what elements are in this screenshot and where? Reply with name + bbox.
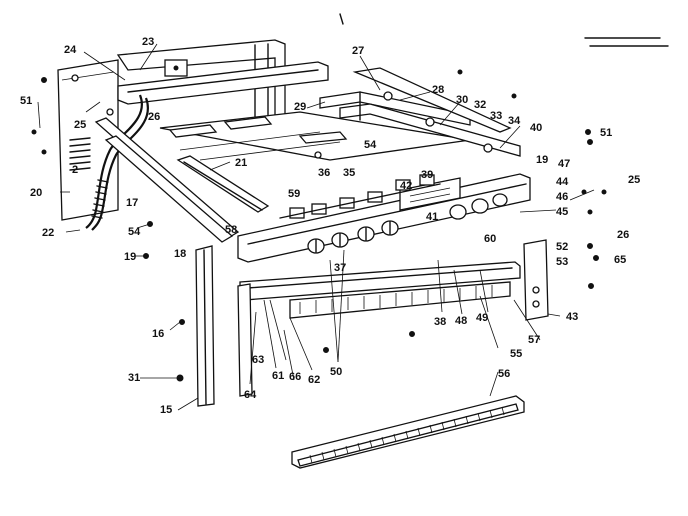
callout-37: 37 — [334, 262, 347, 274]
corner-marks — [339, 13, 669, 47]
callout-53: 53 — [556, 256, 569, 268]
callout-54-left: 54 — [128, 226, 141, 238]
callout-61: 61 — [272, 370, 285, 382]
callout-52: 52 — [556, 241, 569, 253]
callout-65: 65 — [614, 254, 627, 266]
valve-row — [279, 174, 441, 219]
callout-42: 42 — [400, 180, 413, 192]
leader-lines — [37, 43, 595, 411]
callout-43: 43 — [566, 311, 579, 323]
callout-45: 45 — [556, 206, 569, 218]
callout-58: 58 — [225, 224, 238, 236]
callout-26-left: 26 — [148, 111, 161, 123]
callout-24: 24 — [64, 44, 77, 56]
bottom-vent-grille — [291, 395, 525, 469]
callout-15: 15 — [160, 404, 173, 416]
callout-59: 59 — [288, 188, 301, 200]
callout-19-right: 19 — [536, 154, 549, 166]
panel-louvers — [69, 137, 91, 171]
vent-slots — [299, 285, 493, 314]
callout-25-left: 25 — [74, 119, 87, 131]
callout-51-right: 51 — [600, 127, 613, 139]
callout-40: 40 — [530, 122, 543, 134]
callout-48: 48 — [455, 315, 468, 327]
callout-56: 56 — [498, 368, 511, 380]
callout-41: 41 — [426, 211, 439, 223]
callout-46: 46 — [556, 191, 569, 203]
callout-33: 33 — [490, 110, 503, 122]
right-side-post — [523, 239, 549, 321]
callout-64: 64 — [244, 389, 257, 401]
right-rear-rail — [319, 67, 521, 157]
control-knobs — [307, 193, 508, 254]
callout-29: 29 — [294, 101, 307, 113]
callout-25-right: 25 — [628, 174, 641, 186]
bottom-vent-slots — [309, 406, 505, 464]
callout-47: 47 — [558, 158, 571, 170]
fasteners — [31, 69, 607, 382]
callout-35: 35 — [343, 167, 356, 179]
center-front-leg — [237, 283, 253, 397]
callout-49: 49 — [476, 312, 489, 324]
callout-62: 62 — [308, 374, 321, 386]
callout-18: 18 — [174, 248, 187, 260]
callout-16: 16 — [152, 328, 165, 340]
callout-28: 28 — [432, 84, 445, 96]
callout-20: 20 — [30, 187, 43, 199]
callout-34: 34 — [508, 115, 521, 127]
callout-26-right: 26 — [617, 229, 630, 241]
vent-grille — [289, 281, 511, 319]
callout-63: 63 — [252, 354, 265, 366]
callout-31: 31 — [128, 372, 141, 384]
callout-22: 22 — [42, 227, 55, 239]
left-side-rail — [94, 117, 240, 243]
callout-30: 30 — [456, 94, 469, 106]
callout-38: 38 — [434, 316, 447, 328]
callout-50: 50 — [330, 366, 343, 378]
callout-39: 39 — [421, 169, 434, 181]
hose-coil — [91, 179, 109, 219]
center-divider-rail — [176, 155, 270, 213]
left-front-leg — [195, 245, 215, 407]
callout-21: 21 — [235, 157, 248, 169]
callout-57: 57 — [528, 334, 541, 346]
callout-51-left: 51 — [20, 95, 33, 107]
callout-54-top: 54 — [364, 139, 377, 151]
callout-23: 23 — [142, 36, 155, 48]
top-rear-rail — [117, 61, 329, 105]
callout-2: 2 — [72, 164, 79, 176]
callout-27: 27 — [352, 45, 365, 57]
callout-36: 36 — [318, 167, 331, 179]
callout-60: 60 — [484, 233, 497, 245]
callout-17: 17 — [126, 197, 139, 209]
callout-55: 55 — [510, 348, 523, 360]
rear-left-panel — [57, 59, 119, 221]
callout-44: 44 — [556, 176, 569, 188]
callout-32: 32 — [474, 99, 487, 111]
callout-66: 66 — [289, 371, 302, 383]
callout-19-left: 19 — [124, 251, 137, 263]
gas-hose — [85, 94, 149, 231]
